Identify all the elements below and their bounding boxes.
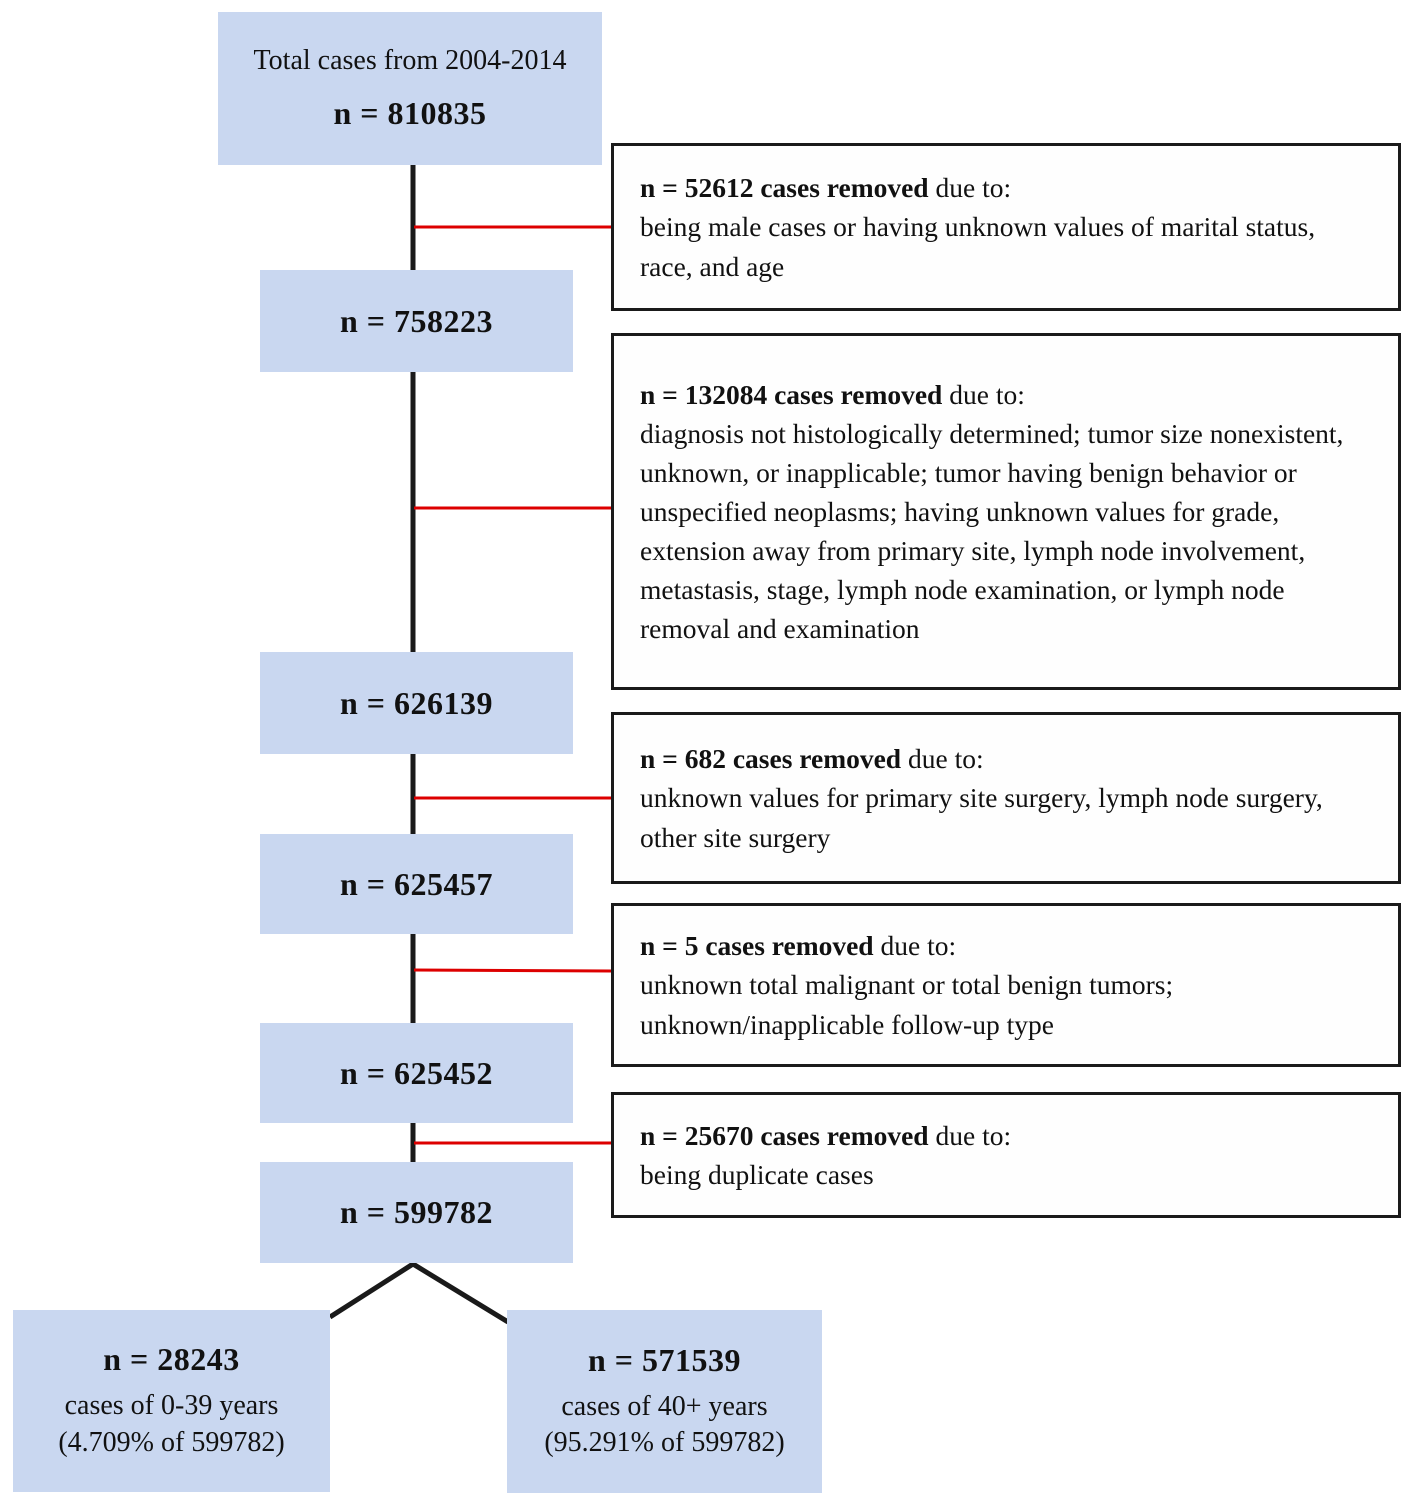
exclusion-suffix: due to: (873, 930, 957, 962)
exclusion-box-4: n = 5 cases removed due to: unknown tota… (611, 903, 1401, 1067)
leaf-desc: cases of 0-39 years (64, 1390, 279, 1422)
exclusion-box-3: n = 682 cases removed due to: unknown va… (611, 712, 1401, 884)
exclusion-count: n = 132084 cases removed (640, 378, 943, 410)
exclusion-count: n = 5 cases removed (640, 930, 874, 962)
exclusion-body: being duplicate cases (640, 1159, 874, 1190)
exclusion-count: n = 682 cases removed (640, 743, 902, 775)
flow-box-step-3: n = 625457 (260, 834, 573, 934)
flow-box-step-5: n = 599782 (260, 1162, 573, 1263)
exclusion-suffix: due to: (901, 743, 984, 775)
flow-box-total: Total cases from 2004-2014 n = 810835 (218, 12, 602, 165)
exclusion-connector-4 (413, 968, 612, 973)
flow-box-step-2: n = 626139 (260, 652, 573, 754)
exclusion-box-2: n = 132084 cases removed due to: diagnos… (611, 333, 1401, 690)
flow-box-step-4: n = 625452 (260, 1023, 573, 1123)
exclusion-body: unknown total malignant or total benign … (640, 969, 1174, 1040)
exclusion-header: n = 132084 cases removed due to: (640, 375, 1370, 414)
total-label: Total cases from 2004-2014 (253, 45, 567, 76)
exclusion-body: diagnosis not histologically determined;… (640, 417, 1344, 645)
fork-lines (328, 1261, 510, 1325)
exclusion-count: n = 52612 cases removed (640, 172, 929, 204)
leaf-count: n = 28243 (103, 1341, 240, 1378)
exclusion-header: n = 682 cases removed due to: (640, 739, 1370, 778)
step-count: n = 626139 (339, 684, 494, 721)
leaf-count: n = 571539 (587, 1341, 742, 1378)
exclusion-header: n = 52612 cases removed due to: (640, 168, 1370, 207)
exclusion-count: n = 25670 cases removed (640, 1119, 929, 1151)
exclusion-suffix: due to: (942, 378, 1025, 410)
exclusion-header: n = 25670 cases removed due to: (640, 1116, 1370, 1155)
exclusion-suffix: due to: (928, 172, 1012, 204)
exclusion-box-5: n = 25670 cases removed due to: being du… (611, 1092, 1401, 1218)
exclusion-header: n = 5 cases removed due to: (640, 926, 1370, 965)
leaf-box-40plus-years: n = 571539 cases of 40+ years (95.291% o… (507, 1310, 822, 1493)
total-count: n = 810835 (333, 95, 487, 131)
exclusion-body: being male cases or having unknown value… (640, 211, 1316, 282)
leaf-desc: cases of 40+ years (561, 1390, 768, 1422)
exclusion-box-1: n = 52612 cases removed due to: being ma… (611, 143, 1401, 311)
flow-box-step-1: n = 758223 (260, 270, 573, 372)
leaf-pct: (4.709% of 599782) (58, 1426, 285, 1458)
exclusion-suffix: due to: (928, 1119, 1012, 1151)
leaf-pct: (95.291% of 599782) (544, 1427, 785, 1458)
step-count: n = 599782 (339, 1194, 494, 1230)
leaf-box-0-39-years: n = 28243 cases of 0-39 years (4.709% of… (13, 1310, 330, 1492)
step-count: n = 625457 (339, 865, 494, 902)
exclusion-body: unknown values for primary site surgery,… (640, 782, 1323, 853)
step-count: n = 625452 (339, 1054, 494, 1091)
step-count: n = 758223 (339, 302, 494, 339)
